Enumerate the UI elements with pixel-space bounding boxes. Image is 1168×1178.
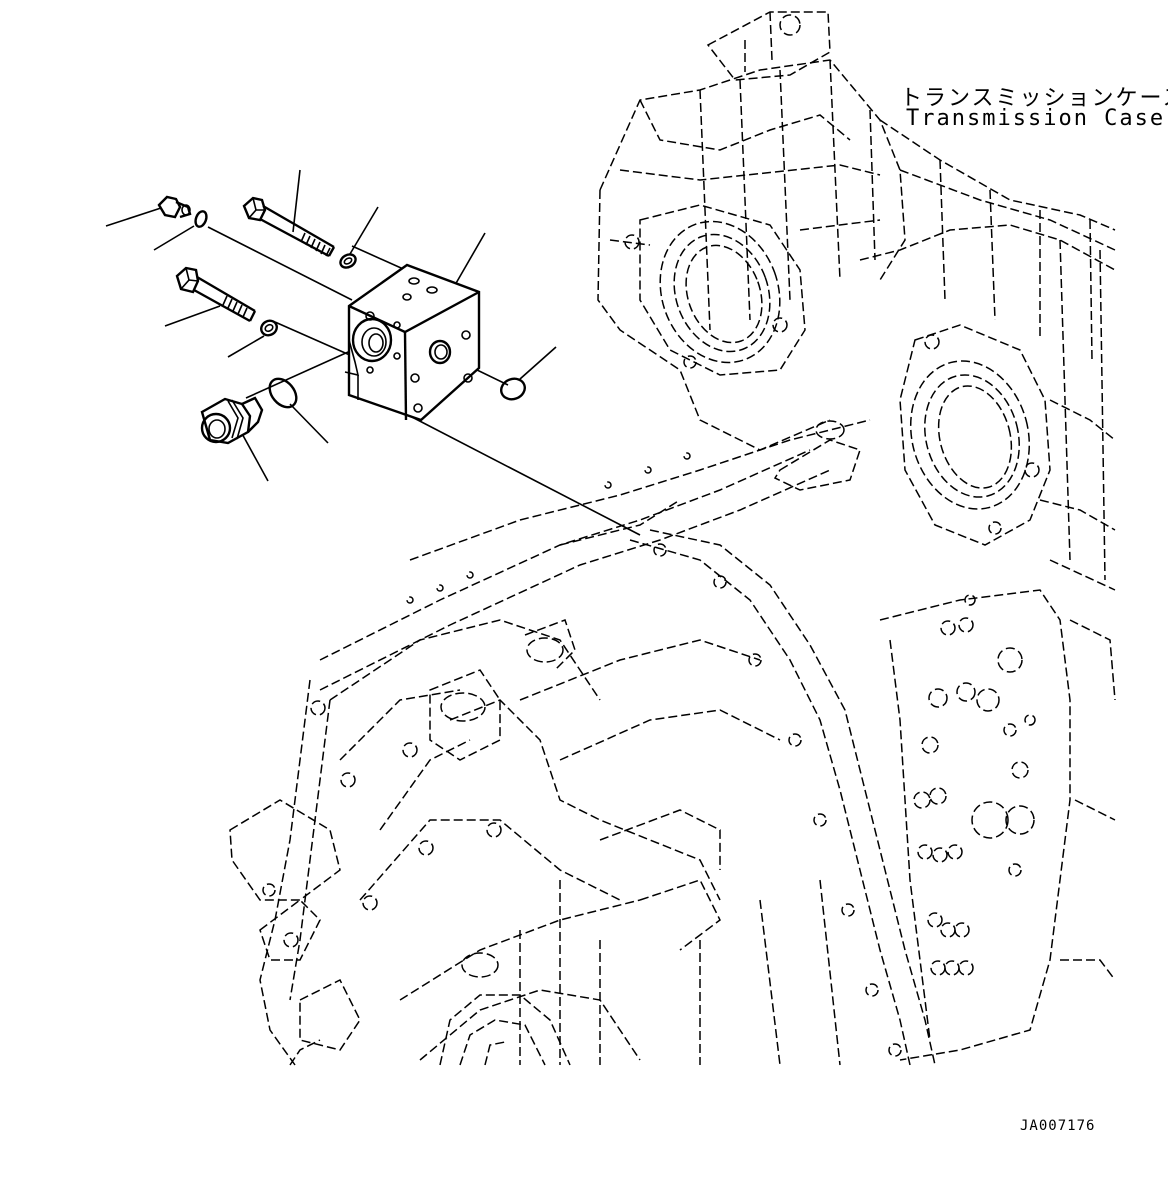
washer-icon: [260, 253, 357, 337]
valve-block-icon: [344, 263, 481, 422]
transmission-case-icon: [229, 11, 1116, 1066]
plug-icon: [200, 396, 264, 445]
o-ring-icon: [194, 210, 526, 409]
case-label-japanese: トランスミッションケース: [900, 86, 1168, 111]
leader-lines: [105, 169, 557, 482]
drawing-code: JA007176: [1020, 1118, 1096, 1134]
assembly-lines: [207, 226, 641, 536]
bolt-icon: [157, 195, 336, 323]
case-label-english: Transmission Case: [906, 106, 1166, 131]
